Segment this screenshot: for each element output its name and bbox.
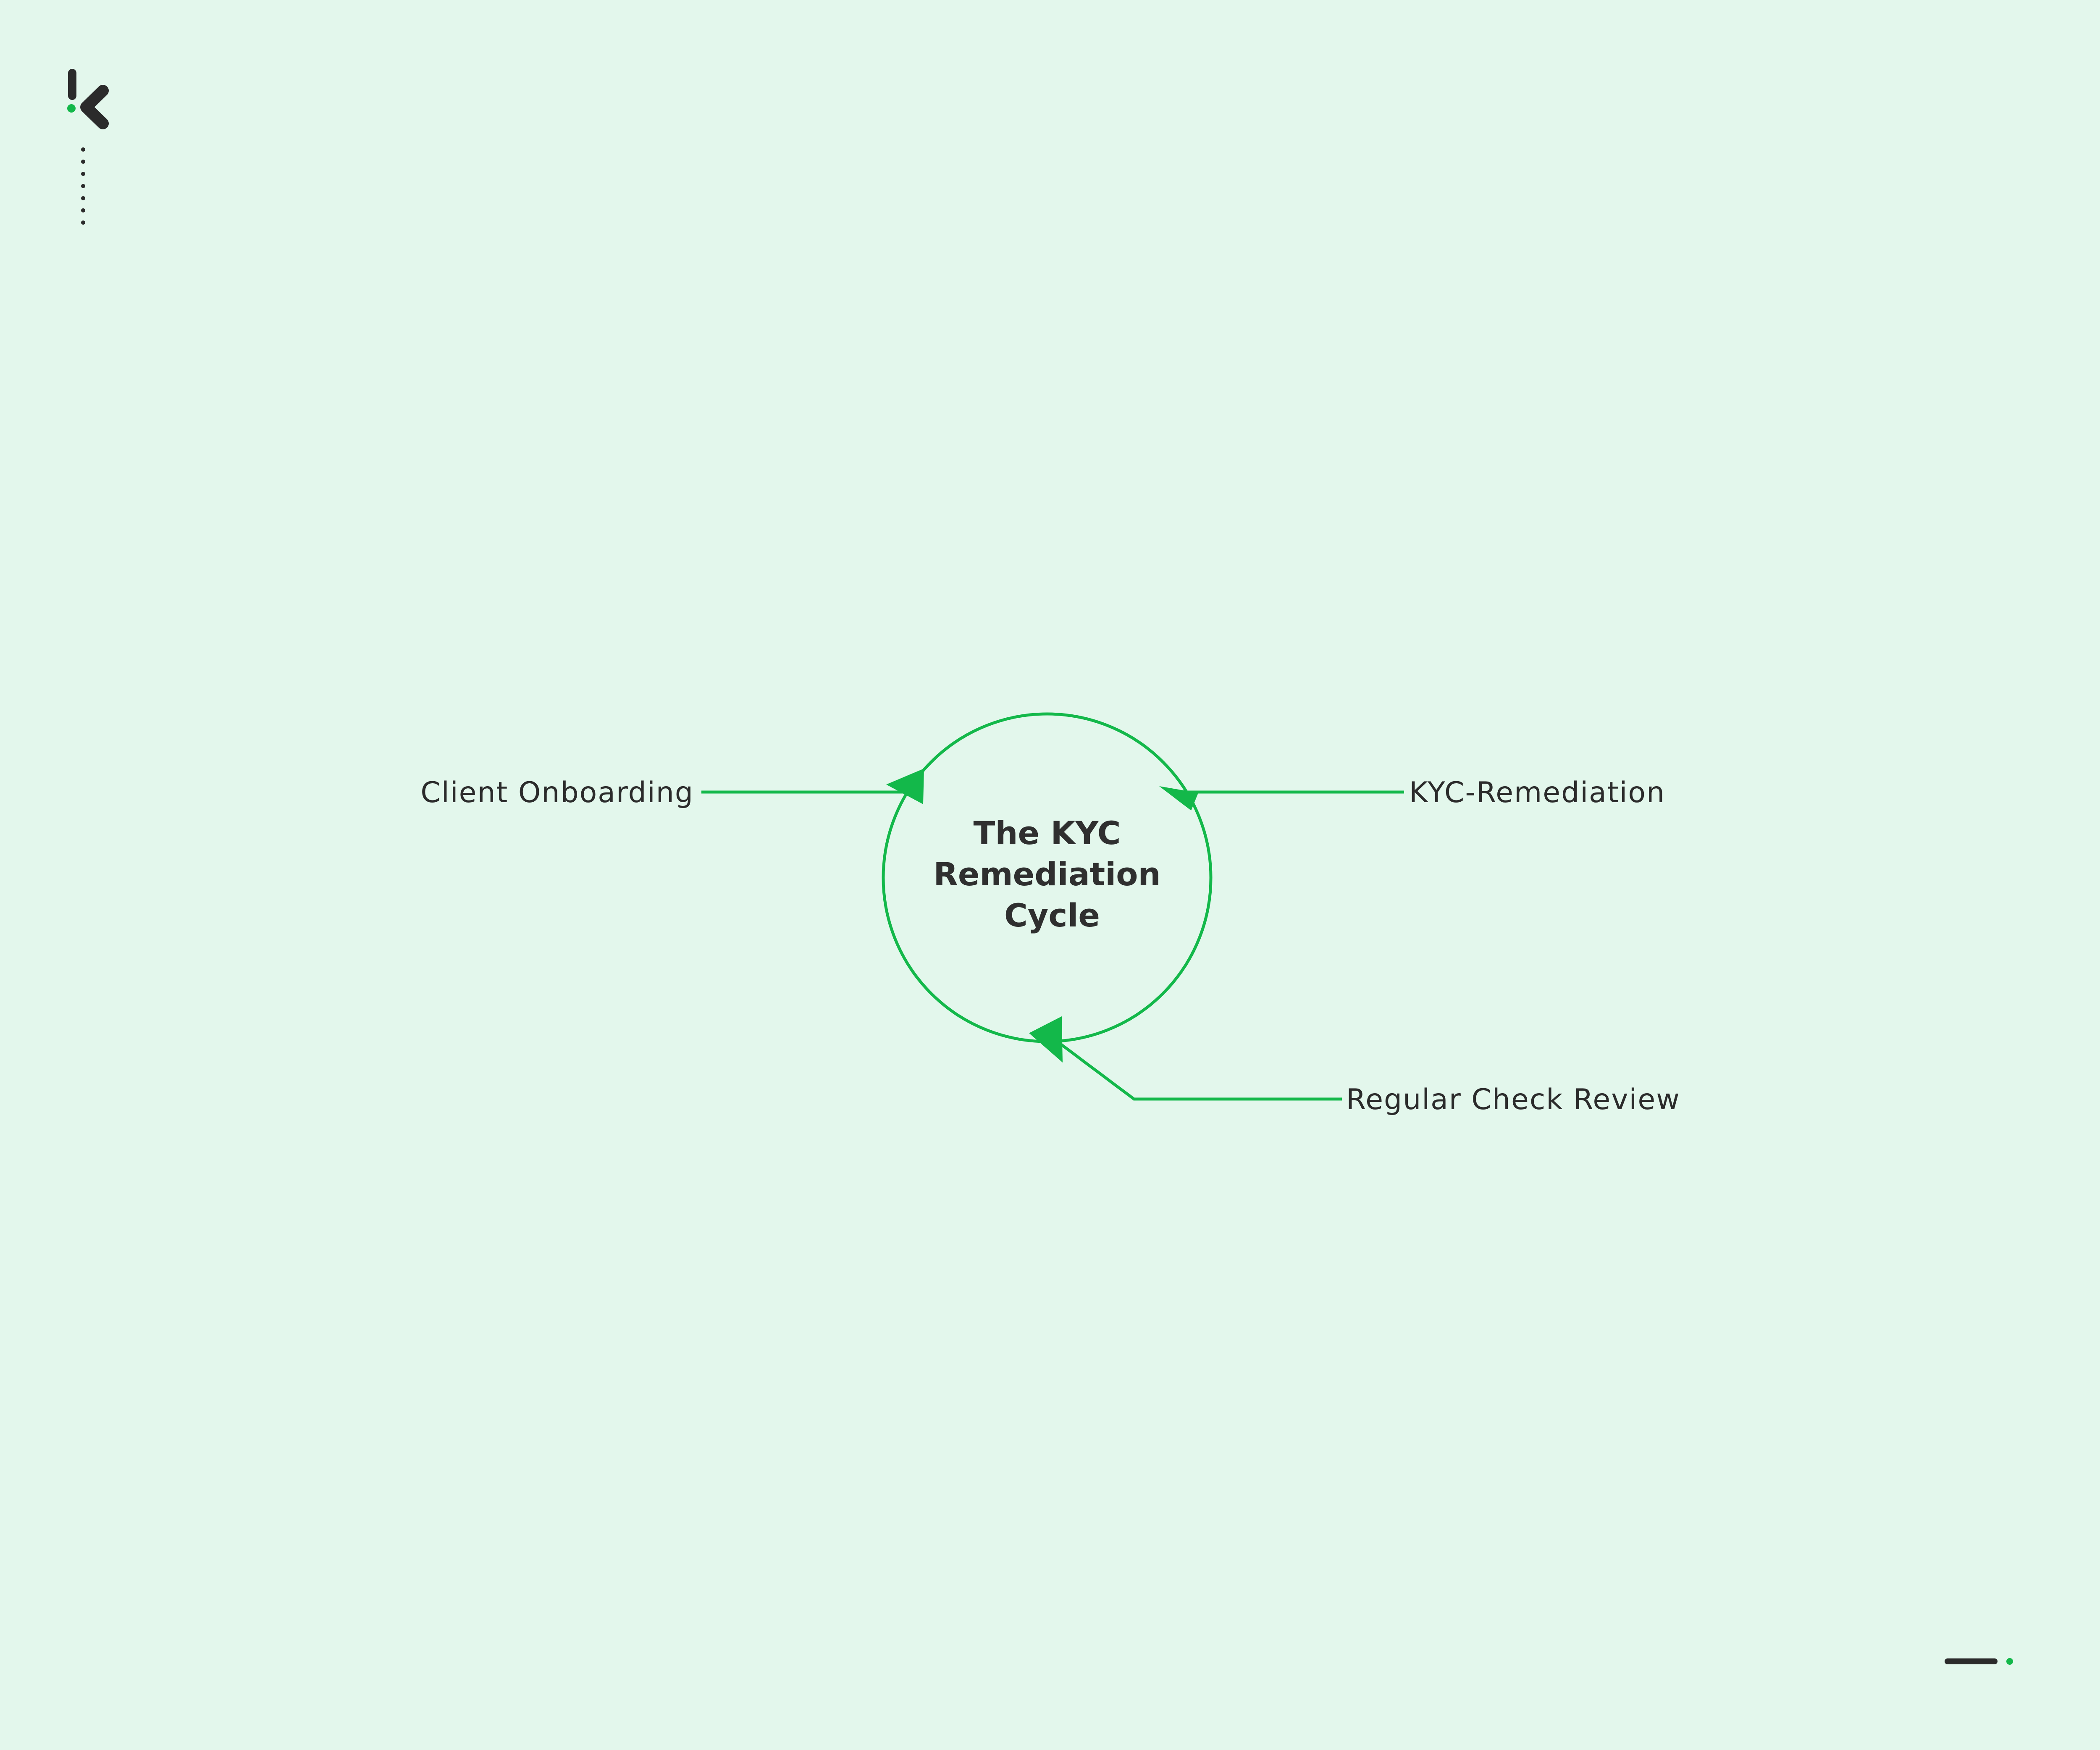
center-title-line-3: Cycle	[1004, 897, 1100, 934]
label-kyc-remediation: KYC-Remediation	[1409, 776, 1665, 809]
center-title-line-1: The KYC	[974, 814, 1121, 852]
arrowhead-left	[886, 769, 924, 804]
k-logo-icon	[67, 69, 109, 129]
connector-regular-check-review	[1057, 1041, 1342, 1101]
dotted-line-icon	[81, 147, 85, 225]
arrowhead-bottom	[1029, 1016, 1063, 1063]
center-title: The KYC Remediation Cycle	[933, 814, 1160, 934]
label-regular-check-review: Regular Check Review	[1346, 1083, 1680, 1116]
center-title-line-2: Remediation	[933, 855, 1160, 893]
dash-dot-icon	[1945, 1658, 2013, 1665]
label-client-onboarding: Client Onboarding	[420, 776, 694, 809]
arrowhead-right	[1159, 786, 1198, 811]
